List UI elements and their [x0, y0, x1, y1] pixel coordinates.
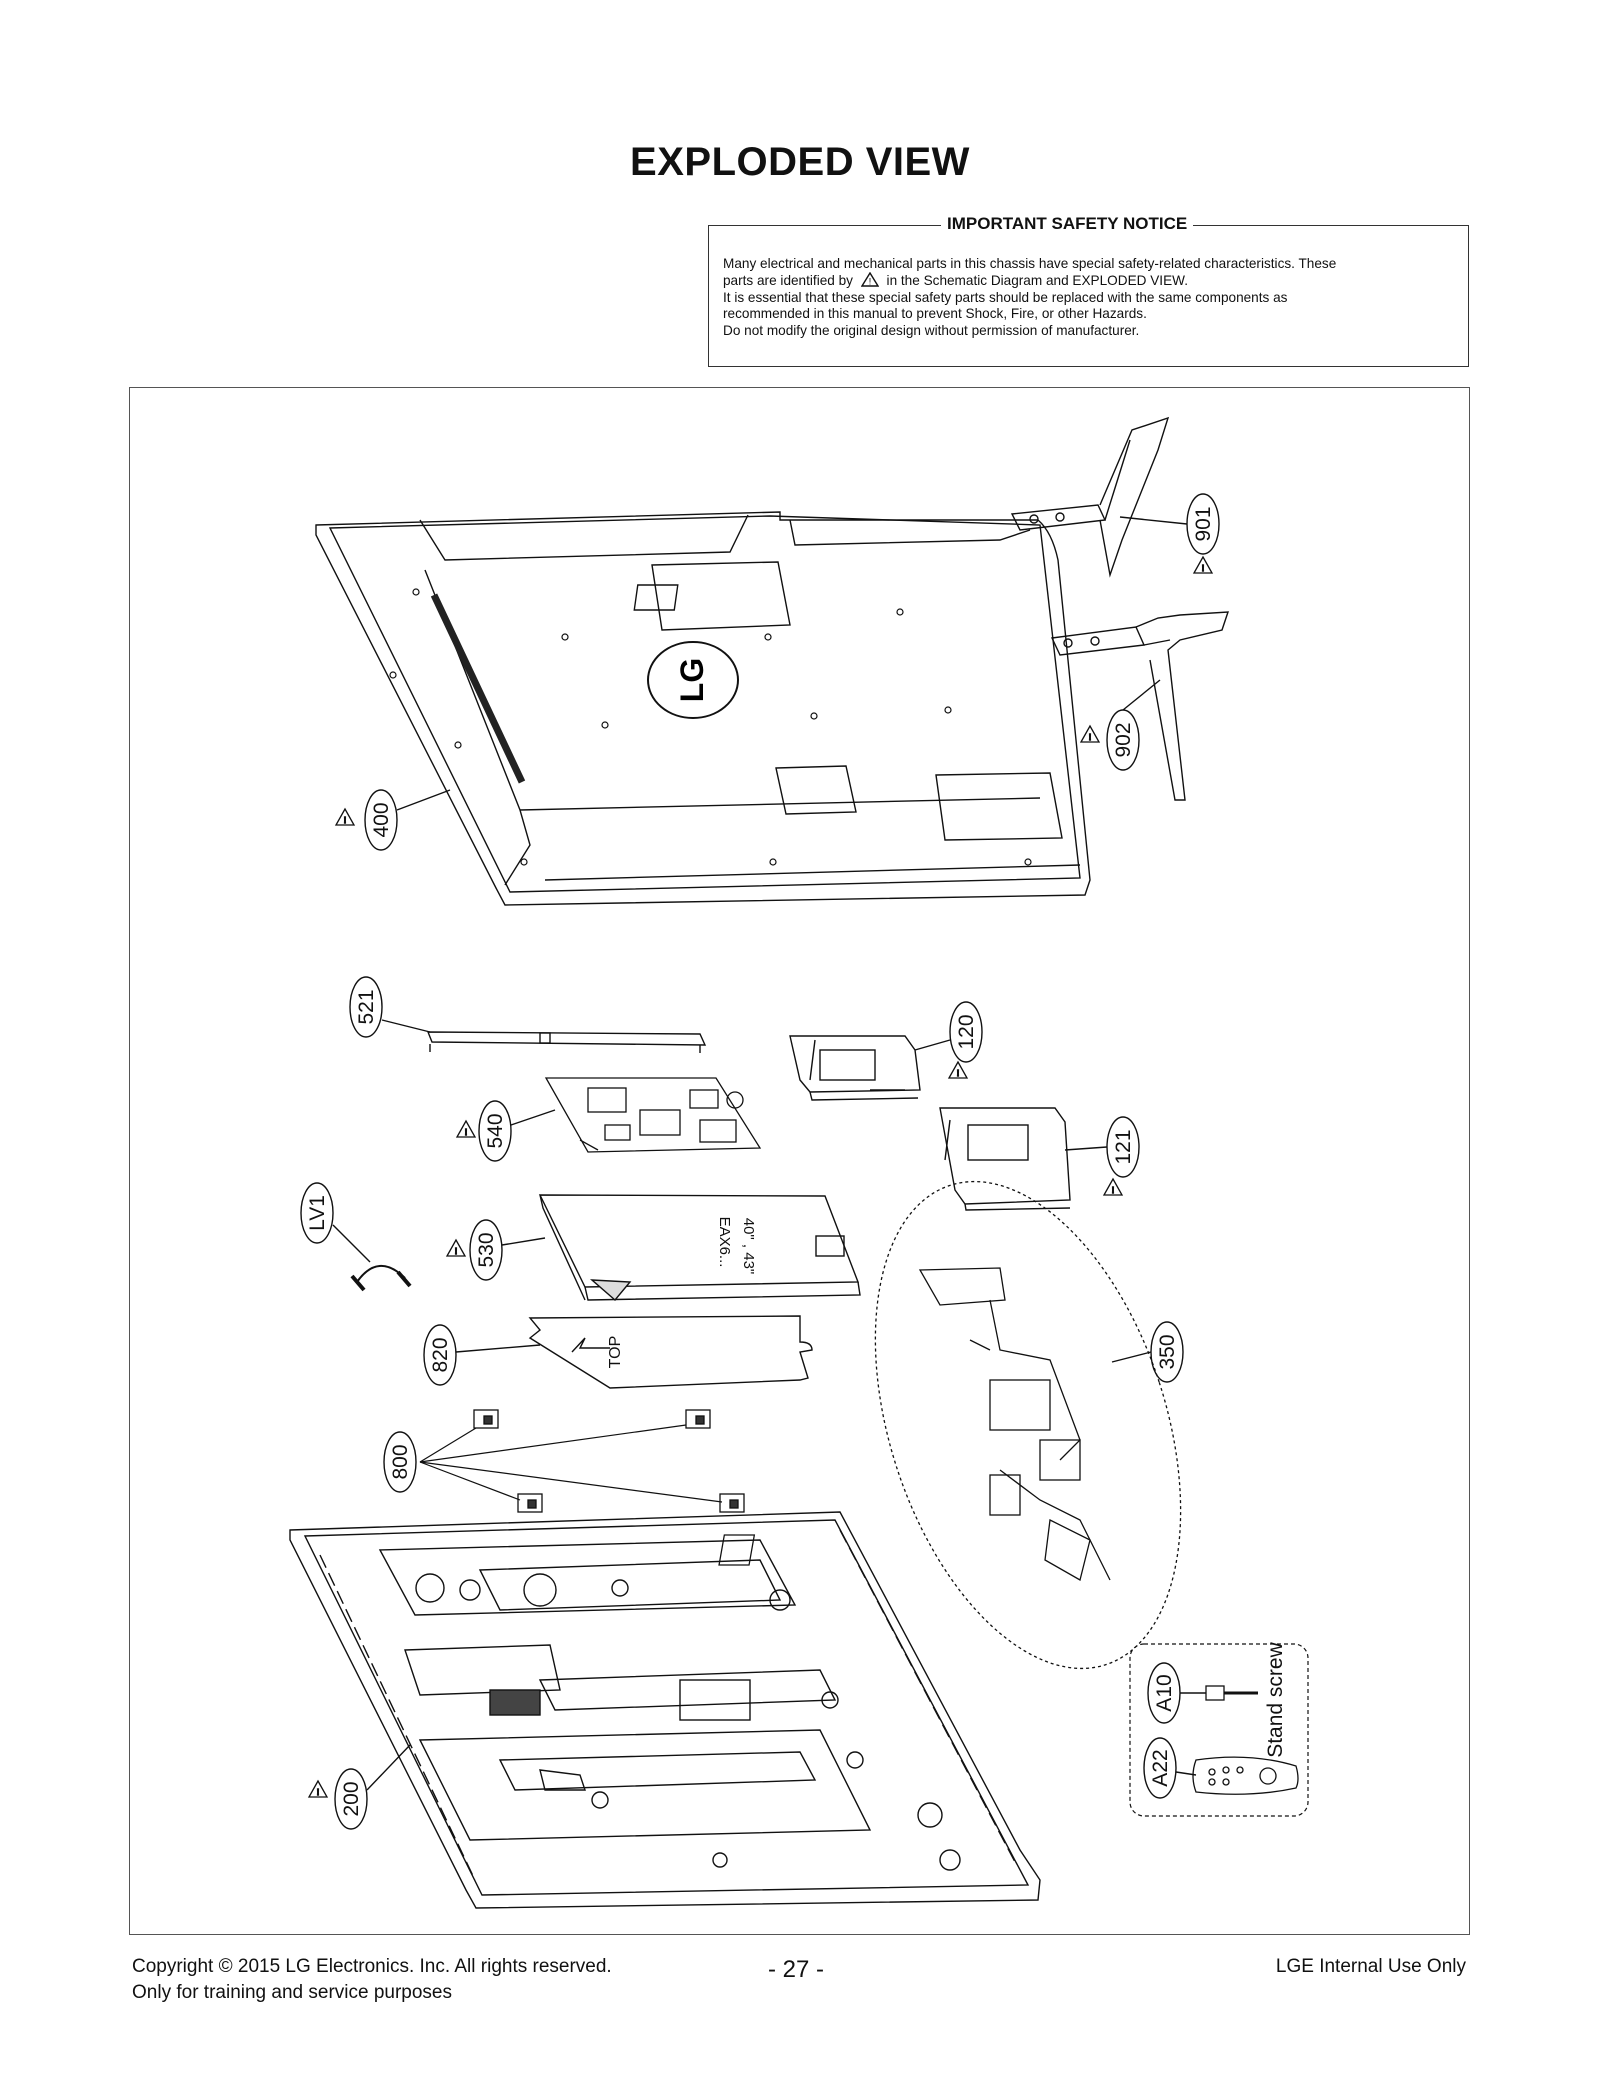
svg-text:A22: A22 [1149, 1749, 1172, 1786]
callout-902: 902 [1080, 679, 1161, 771]
stand-screw-label: Stand screw [1264, 1641, 1287, 1757]
part-callouts: 901 902 400 521 120 [300, 493, 1220, 1830]
svg-text:400: 400 [370, 802, 393, 837]
clip-leader-lines [419, 1424, 723, 1503]
back-cover-logo: LG [647, 641, 739, 719]
notice-line-1: Many electrical and mechanical parts in … [723, 256, 1337, 271]
callout-120: 120 [914, 1001, 983, 1079]
safety-notice-box: IMPORTANT SAFETY NOTICE Many electrical … [708, 214, 1469, 367]
safety-notice-body: Many electrical and mechanical parts in … [723, 256, 1454, 339]
safety-notice-heading: IMPORTANT SAFETY NOTICE [941, 214, 1194, 234]
page-number: - 27 - [768, 1956, 825, 1983]
notice-line-4: recommended in this manual to prevent Sh… [723, 306, 1147, 322]
power-board-label-2: EAX6... [716, 1217, 733, 1268]
footer-internal-use: LGE Internal Use Only [1275, 1956, 1466, 1977]
back-cover-part [315, 511, 1091, 906]
stand-part-902 [1050, 611, 1229, 801]
bracket-group-350 [718, 1180, 1182, 1670]
power-board-part-530: EAX6... 40" , 43" [538, 1194, 861, 1301]
callout-820: 820 [423, 1324, 541, 1386]
svg-text:530: 530 [475, 1232, 498, 1267]
notice-line-2-post: in the Schematic Diagram and EXPLODED VI… [886, 273, 1188, 289]
sheet-part-820: TOP [528, 1315, 813, 1389]
clip-parts-800 [473, 1409, 745, 1513]
callout-540: 540 [456, 1100, 556, 1162]
svg-text:!: ! [869, 277, 872, 287]
notice-line-2: parts are identified by ! in the Schemat… [723, 272, 1454, 289]
sheet-label: TOP [607, 1336, 624, 1369]
back-cover-screw-holes [389, 588, 1032, 866]
remote-control-part [1192, 1756, 1299, 1795]
page-title: EXPLODED VIEW [630, 140, 970, 184]
main-board-part-540 [544, 1077, 762, 1153]
stand-part-901 [1010, 416, 1170, 578]
callout-530: 530 [446, 1219, 546, 1281]
footer-purpose: Only for training and service purposes [132, 1982, 452, 2003]
callout-800: 800 [383, 1431, 417, 1493]
stand-screw-part [1205, 1685, 1258, 1701]
svg-text:120: 120 [955, 1014, 978, 1049]
warning-triangle-icon: ! [860, 272, 880, 288]
accessory-box: Stand screw [1129, 1641, 1309, 1817]
svg-text:540: 540 [484, 1113, 507, 1148]
svg-text:121: 121 [1112, 1129, 1135, 1164]
svg-text:800: 800 [389, 1444, 412, 1479]
svg-text:902: 902 [1112, 722, 1135, 757]
speaker-part-521 [426, 1031, 707, 1053]
callout-901: 901 [1119, 493, 1220, 574]
bracket-part-120 [789, 1035, 921, 1101]
callout-a22: A22 [1143, 1737, 1197, 1799]
exploded-view-frame [129, 387, 1470, 1935]
panel-frame-part-200 [289, 1511, 1041, 1909]
callout-400: 400 [335, 789, 451, 851]
svg-text:A10: A10 [1153, 1674, 1176, 1711]
svg-text:820: 820 [429, 1337, 452, 1372]
svg-text:350: 350 [1156, 1334, 1179, 1369]
callout-lv1: LV1 [300, 1182, 371, 1263]
notice-line-5: Do not modify the original design withou… [723, 322, 1140, 338]
notice-line-2-pre: parts are identified by [723, 273, 853, 289]
svg-text:LV1: LV1 [306, 1195, 329, 1231]
svg-text:901: 901 [1192, 506, 1215, 541]
svg-text:200: 200 [340, 1781, 363, 1816]
power-board-label-1: 40" , 43" [740, 1218, 757, 1275]
back-cover-logo-text: LG [674, 658, 710, 702]
callout-200: 200 [308, 1744, 411, 1830]
callout-521: 521 [349, 976, 431, 1038]
bracket-part-121 [939, 1107, 1071, 1211]
notice-line-3: It is essential that these special safet… [723, 289, 1288, 305]
lvds-cable-part [350, 1264, 412, 1292]
footer-copyright: Copyright © 2015 LG Electronics. Inc. Al… [132, 1956, 612, 1977]
callout-121: 121 [1064, 1116, 1140, 1196]
svg-text:521: 521 [355, 989, 378, 1024]
callout-a10: A10 [1147, 1662, 1206, 1724]
callout-350: 350 [1111, 1321, 1184, 1383]
